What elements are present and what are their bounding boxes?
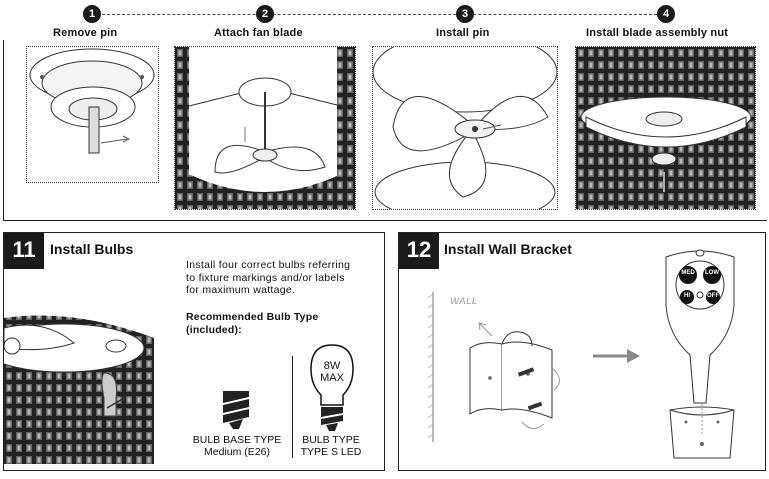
- step-1-label: Remove pin: [53, 27, 118, 39]
- step-4-illustration: [575, 46, 756, 210]
- wall-bracket-illustration: [462, 318, 572, 436]
- bulb-base-icon: [219, 389, 253, 429]
- bulb-instruction-text: Install four correct bulbs referring to …: [186, 259, 376, 297]
- section-11-number: 11: [4, 233, 44, 269]
- led-bulb-icon: [309, 343, 355, 433]
- instruction-line: for maximum wattage.: [186, 284, 296, 296]
- bulb-base-caption: BULB BASE TYPE Medium (E26): [186, 434, 288, 458]
- step-dashed-line: [92, 14, 667, 15]
- bulb-fixture-illustration: [4, 298, 158, 464]
- remote-button-off: OFF: [707, 293, 719, 299]
- bulb-wattage-line: 8W: [323, 360, 341, 372]
- step-3-label: Install pin: [436, 27, 490, 39]
- right-arrow-icon: [593, 348, 641, 364]
- recommended-bulb-heading: Recommended Bulb Type (included):: [186, 311, 376, 336]
- caption-line: BULB TYPE: [302, 434, 360, 446]
- wall-hatch: [428, 292, 434, 442]
- section-12-number: 12: [399, 233, 439, 269]
- bulb-divider: [292, 356, 293, 458]
- step-3-illustration: [372, 46, 558, 210]
- remote-button-med: MED: [681, 270, 695, 276]
- caption-line: Medium (E26): [204, 446, 270, 458]
- instruction-line: to fixture markings and/or labels: [186, 271, 345, 284]
- top-section-bottom-border: [3, 220, 767, 221]
- section-11-title: Install Bulbs: [50, 241, 134, 257]
- bulb-wattage-line: MAX: [320, 372, 344, 384]
- step-4-number: 4: [657, 5, 675, 23]
- remote-button-hi: HI: [684, 293, 690, 299]
- step-4-label: Install blade assembly nut: [586, 27, 729, 39]
- caption-line: BULB BASE TYPE: [192, 434, 282, 446]
- recommended-line: (included):: [186, 323, 242, 336]
- wall-label: WALL: [450, 296, 478, 307]
- step-2-number: 2: [256, 5, 274, 23]
- recommended-line: Recommended Bulb Type: [186, 311, 319, 323]
- bulb-wattage-label: 8W MAX: [309, 360, 355, 384]
- step-1-illustration: [26, 46, 159, 183]
- top-section-left-border: [3, 40, 4, 220]
- remote-control-illustration: [660, 245, 740, 405]
- instruction-line: Install four correct bulbs referring: [186, 259, 351, 271]
- caption-line: TYPE S LED: [300, 446, 362, 458]
- bulb-type-caption: BULB TYPE TYPE S LED: [294, 434, 368, 458]
- remote-holder-illustration: [666, 404, 738, 462]
- section-12-title: Install Wall Bracket: [444, 241, 572, 257]
- step-2-illustration: [174, 46, 356, 210]
- step-1-number: 1: [83, 5, 101, 23]
- step-2-label: Attach fan blade: [214, 27, 303, 39]
- remote-button-low: LOW: [705, 270, 719, 276]
- step-3-number: 3: [456, 5, 474, 23]
